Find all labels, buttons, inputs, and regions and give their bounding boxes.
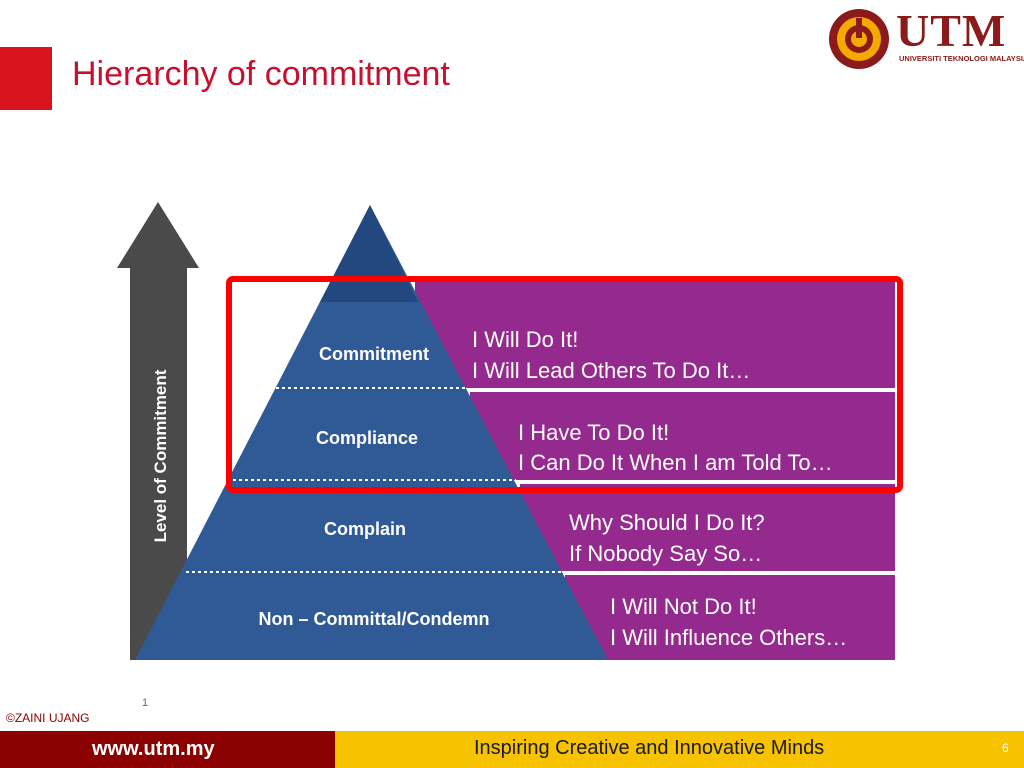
pyramid: [135, 205, 608, 660]
commitment-pyramid-diagram: Level of Commitment Commitment Complianc…: [117, 202, 903, 660]
tier-label-complain: Complain: [324, 519, 406, 539]
footer-website-link[interactable]: www.utm.my: [92, 738, 215, 760]
statement-commitment-2: I Will Lead Others To Do It…: [472, 358, 750, 383]
statement-commitment-1: I Will Do It!: [472, 327, 578, 352]
title-accent-bar: [0, 47, 52, 110]
footer-tagline: Inspiring Creative and Innovative Minds: [474, 737, 825, 759]
utm-logo: UTM UNIVERSITI TEKNOLOGI MALAYSIA: [826, 5, 1024, 72]
pyramid-top: [320, 205, 418, 302]
footnote-number: 1: [142, 697, 149, 709]
statement-compliance-2: I Can Do It When I am Told To…: [518, 450, 833, 475]
utm-wordmark: UTM: [896, 5, 1007, 56]
statement-non-committal-1: I Will Not Do It!: [610, 594, 757, 619]
statement-non-committal-2: I Will Influence Others…: [610, 625, 847, 650]
level-arrow: [117, 202, 199, 660]
statement-complain-1: Why Should I Do It?: [569, 510, 765, 535]
footer-left-bar: [0, 731, 335, 768]
slide-title: Hierarchy of commitment: [72, 55, 450, 93]
footer-right-bar: [335, 731, 1024, 768]
tier-label-non-committal: Non – Committal/Condemn: [258, 609, 489, 629]
statement-complain-2: If Nobody Say So…: [569, 541, 762, 566]
band-complain: [520, 484, 895, 571]
highlight-box: [226, 276, 903, 493]
statement-compliance-1: I Have To Do It!: [518, 420, 669, 445]
band-non-committal: [565, 575, 895, 660]
tier-label-commitment: Commitment: [319, 344, 429, 364]
band-commitment: [415, 282, 895, 388]
band-compliance: [470, 392, 895, 480]
page-number: 6: [1002, 741, 1009, 755]
utm-subtitle: UNIVERSITI TEKNOLOGI MALAYSIA: [899, 54, 1024, 63]
copyright-text: ©ZAINI UJANG: [6, 711, 90, 725]
tier-label-compliance: Compliance: [316, 428, 418, 448]
axis-label: Level of Commitment: [151, 369, 170, 542]
utm-emblem-icon: [829, 9, 889, 69]
